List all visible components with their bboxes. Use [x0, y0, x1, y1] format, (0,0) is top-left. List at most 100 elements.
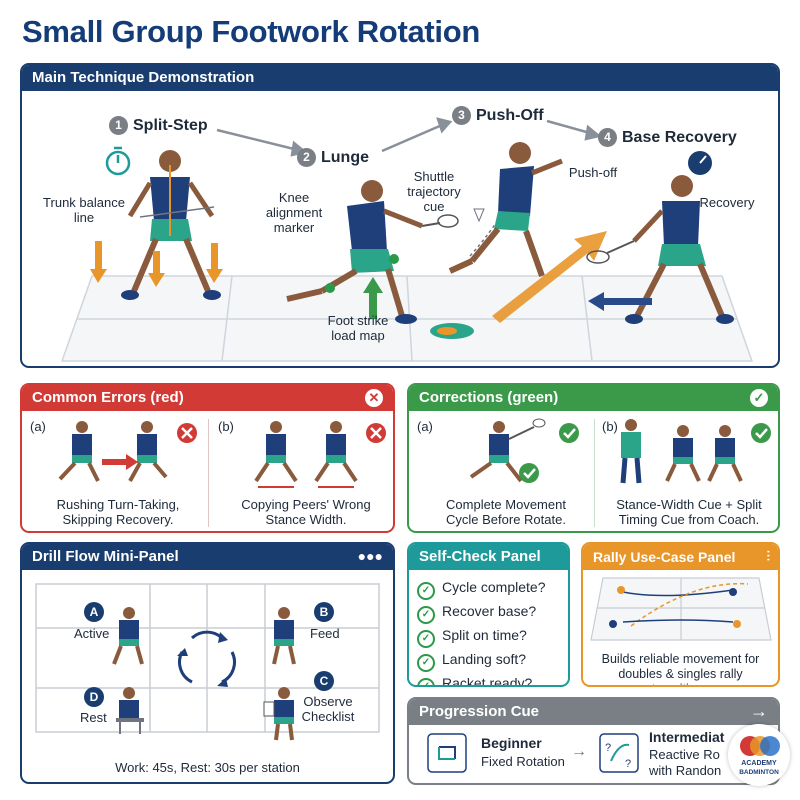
- gauge-icon: [688, 151, 712, 175]
- label-recovery: Recovery: [699, 195, 755, 210]
- station-c-badge: C: [314, 671, 334, 691]
- recovery-arrow: [588, 292, 652, 311]
- error-a-x-icon: [177, 423, 197, 443]
- logo-line-2: BADMINTON: [739, 769, 779, 776]
- player-stance-cue-a: [665, 425, 701, 482]
- intermediate-subtitle-1: Reactive Ro: [649, 747, 720, 762]
- station-d-label: Rest: [80, 710, 107, 725]
- correction-a-caption: Complete Movement Cycle Before Rotate.: [446, 497, 566, 527]
- label-shuttle-trajectory: Shuttle trajectory cue: [407, 169, 461, 214]
- shuttlecock-icon: [473, 208, 485, 223]
- common-errors-header: Common Errors (red): [22, 385, 393, 411]
- self-check-item: ✓Racket ready?: [417, 672, 546, 685]
- rush-arrow-icon: [102, 454, 138, 470]
- drill-court: [35, 583, 380, 741]
- label-foot-strike: Foot strike load map: [327, 313, 389, 343]
- station-d-badge: D: [84, 687, 104, 707]
- intermediate-subtitle-2: with Randon: [649, 763, 722, 778]
- coach-figure: [620, 419, 642, 484]
- progression-cue-header: Progression Cue: [409, 699, 778, 725]
- check-circle-icon: ✓: [417, 678, 435, 685]
- correction-a-check-top-icon: [559, 423, 579, 443]
- corrections-panel: Corrections (green) ✓ (a) (b) Complete M…: [407, 383, 780, 533]
- push-off-arrow: [492, 231, 607, 323]
- beginner-title: Beginner: [481, 735, 542, 751]
- player-split-step: [121, 150, 221, 300]
- common-errors-panel: Common Errors (red) ✕ (a) (b) Rushing Tu…: [20, 383, 395, 533]
- fixed-rotation-icon: [427, 733, 467, 773]
- downward-force-arrows: [90, 241, 223, 287]
- drill-flow-panel: Drill Flow Mini-Panel ●●● A Active B Fee…: [20, 542, 395, 784]
- settings-sliders-icon: ⫶: [766, 548, 771, 564]
- self-check-header: Self-Check Panel: [409, 544, 568, 570]
- svg-text:?: ?: [605, 742, 611, 754]
- player-wide-stance-a: [254, 421, 298, 483]
- station-a-label: Active: [74, 626, 110, 641]
- player-rushing-b: [128, 421, 168, 482]
- corrections-illustration: [469, 418, 771, 484]
- correction-b-check-icon: [751, 423, 771, 443]
- player-push-off: [448, 142, 563, 278]
- rally-court-diagram: [590, 577, 772, 641]
- player-observe: [263, 687, 294, 741]
- self-check-item: ✓Cycle complete?: [417, 576, 546, 600]
- arrow-right-icon: →: [750, 701, 768, 721]
- correction-a-check-icon: [519, 463, 539, 483]
- intermediate-title: Intermediat: [649, 729, 725, 745]
- station-c-label: Observe Checklist: [301, 694, 355, 724]
- upward-green-arrow: [363, 277, 383, 319]
- player-active: [112, 607, 144, 665]
- player-full-cycle: [469, 418, 546, 483]
- player-stance-cue-b: [707, 425, 743, 482]
- stopwatch-icon: [105, 146, 131, 176]
- self-check-item: ✓Split on time?: [417, 624, 546, 648]
- check-circle-icon: ✓: [417, 630, 435, 648]
- corrections-header: Corrections (green): [409, 385, 778, 411]
- player-base-recovery: [586, 175, 734, 324]
- progression-cue-panel: Progression Cue → Beginner Fixed Rotatio…: [407, 697, 780, 785]
- page-title: Small Group Footwork Rotation: [22, 14, 481, 49]
- technique-illustration: [60, 117, 754, 362]
- reactive-rotation-icon: ? ?: [599, 733, 639, 773]
- error-x-icon: ✕: [365, 389, 383, 407]
- station-a-badge: A: [84, 602, 104, 622]
- foot-strike-map-icon: [430, 323, 474, 339]
- self-check-item: ✓Landing soft?: [417, 648, 546, 672]
- group-icon: ●●●: [357, 548, 383, 564]
- logo-line-1: ACADEMY: [741, 760, 777, 767]
- check-circle-icon: ✓: [417, 582, 435, 600]
- check-circle-icon: ✓: [417, 606, 435, 624]
- error-b-x-icon: [366, 423, 386, 443]
- self-check-panel: Self-Check Panel ✓Cycle complete? ✓Recov…: [407, 542, 570, 687]
- rally-caption: Builds reliable movement for doubles & s…: [601, 652, 760, 685]
- divider: [208, 419, 209, 527]
- self-check-item: ✓Recover base?: [417, 600, 546, 624]
- drill-flow-header: Drill Flow Mini-Panel: [22, 544, 393, 570]
- self-check-list: ✓Cycle complete? ✓Recover base? ✓Split o…: [417, 576, 546, 685]
- error-a-caption: Rushing Turn-Taking, Skipping Recovery.: [56, 497, 180, 527]
- player-rushing-a: [58, 421, 100, 482]
- divider: [594, 419, 595, 527]
- main-technique-panel: Main Technique Demonstration: [20, 63, 780, 368]
- main-technique-header: Main Technique Demonstration: [22, 65, 778, 91]
- check-icon: ✓: [750, 389, 768, 407]
- station-b-badge: B: [314, 602, 334, 622]
- progression-arrow-icon: →: [571, 743, 587, 760]
- correction-a-tag: (a): [417, 419, 433, 434]
- label-push-off: Push-off: [568, 165, 618, 180]
- check-circle-icon: ✓: [417, 654, 435, 672]
- svg-text:?: ?: [625, 758, 631, 770]
- label-knee-alignment: Knee alignment marker: [265, 190, 323, 235]
- correction-b-caption: Stance-Width Cue + Split Timing Cue from…: [616, 497, 762, 527]
- label-trunk-balance: Trunk balance line: [43, 195, 125, 225]
- rally-use-case-header: Rally Use-Case Panel: [583, 544, 778, 570]
- player-wide-stance-b: [314, 421, 358, 483]
- errors-illustration: [58, 421, 386, 488]
- player-rest: [116, 687, 144, 734]
- player-lunge: [286, 180, 459, 324]
- error-b-tag: (b): [218, 419, 234, 434]
